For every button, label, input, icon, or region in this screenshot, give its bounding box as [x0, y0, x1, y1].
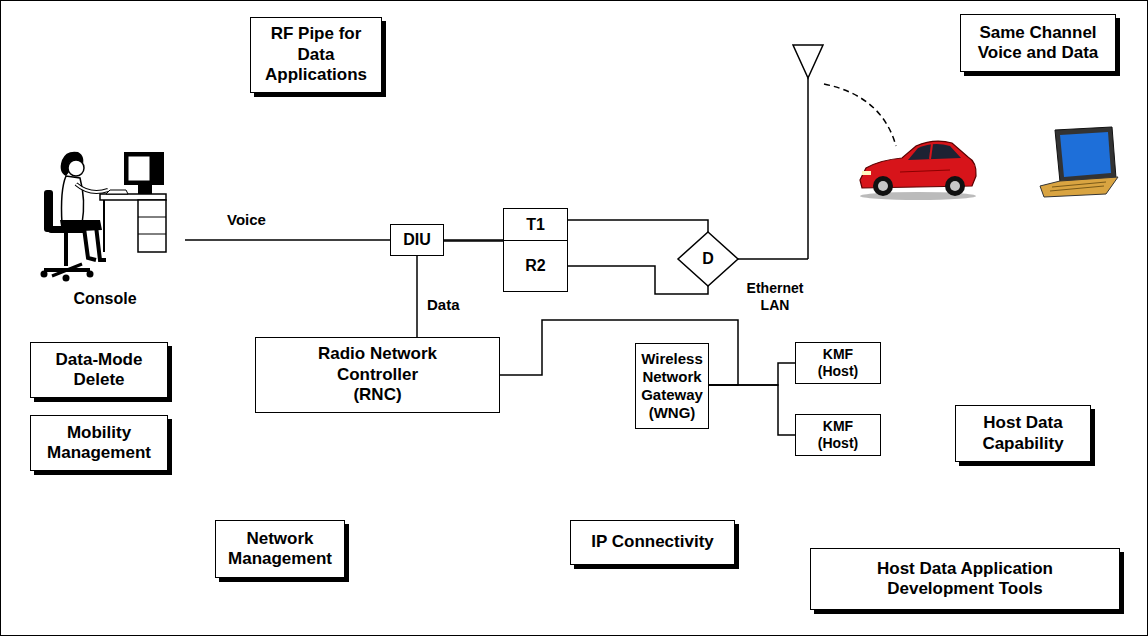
connector-label: Data	[425, 296, 462, 314]
box-label: T1	[526, 215, 545, 234]
callout-box: RF Pipe for Data Applications	[250, 17, 382, 93]
connector-line	[444, 239, 503, 241]
box-label: Host Data Application Development Tools	[851, 559, 1079, 600]
box-label: Data-Mode Delete	[39, 350, 159, 391]
box-label: KMF (Host)	[816, 418, 860, 452]
box-label: RF Pipe for Data Applications	[259, 24, 373, 85]
laptop-illustration	[1040, 127, 1118, 197]
callout-box: Mobility Management	[30, 415, 168, 471]
process-box: Wireless Network Gateway (WNG)	[635, 343, 709, 429]
process-box: DIU	[390, 224, 444, 256]
callout-box: Host Data Application Development Tools	[810, 548, 1120, 610]
callout-box: Same Channel Voice and Data	[960, 14, 1116, 72]
callout-box: Data-Mode Delete	[30, 342, 168, 398]
box-label: R2	[525, 256, 545, 275]
antenna-symbol	[738, 45, 896, 259]
box-label: Mobility Management	[39, 423, 159, 464]
callout-box: Host Data Capability	[955, 405, 1091, 462]
connector-line	[709, 363, 795, 385]
console-operator-illustration	[41, 152, 167, 282]
box-label: D	[702, 249, 714, 268]
host-box: KMF (Host)	[795, 342, 881, 384]
box-label: Network Management	[224, 529, 336, 570]
host-box: KMF (Host)	[795, 414, 881, 456]
station-label: Console	[73, 289, 136, 308]
box-label: Same Channel Voice and Data	[969, 23, 1107, 64]
callout-box: IP Connectivity	[570, 520, 735, 565]
box-label: Radio Network Controller (RNC)	[311, 344, 444, 405]
box-label: Wireless Network Gateway (WNG)	[640, 350, 704, 422]
process-box: R2	[503, 240, 568, 292]
decision-diamond: D	[678, 232, 738, 286]
diamond-shape	[678, 232, 738, 286]
process-box: T1	[503, 208, 568, 241]
connector-line	[568, 266, 708, 294]
connector-line	[709, 385, 795, 435]
box-label: Host Data Capability	[964, 413, 1082, 454]
box-label: KMF (Host)	[816, 346, 860, 380]
console-station: Console	[25, 140, 185, 308]
box-label: DIU	[403, 230, 431, 249]
connector-line	[568, 220, 708, 232]
car-illustration	[860, 141, 976, 200]
box-label: IP Connectivity	[591, 532, 714, 552]
callout-box: Network Management	[215, 520, 345, 578]
connector-line	[185, 239, 390, 241]
connector-line	[416, 256, 418, 337]
connector-line	[444, 240, 503, 242]
network-label: Ethernet LAN	[741, 280, 809, 314]
process-box: Radio Network Controller (RNC)	[255, 337, 500, 413]
connector-label: Voice	[225, 211, 268, 229]
